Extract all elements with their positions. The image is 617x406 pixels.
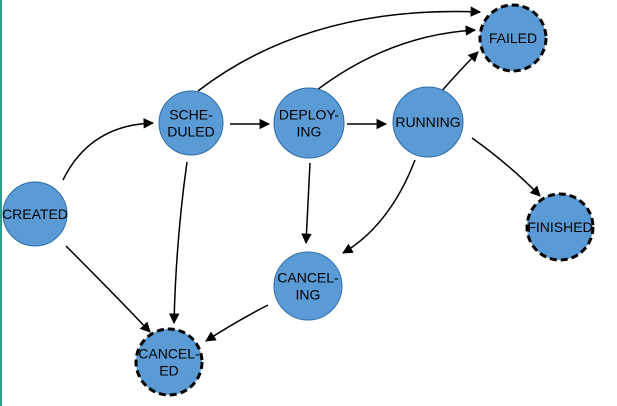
svg-text:RUNNING: RUNNING (395, 114, 460, 130)
state-label-deploying-line-1: DEPLOY- (279, 107, 340, 123)
state-label-scheduled-line-2: DULED (167, 124, 214, 140)
svg-text:SCHE-DULED: SCHE-DULED (167, 107, 214, 140)
edge-canceling-to-canceled (205, 304, 269, 342)
state-label-created-line-1: CREATED (2, 206, 68, 222)
edge-deploying-to-failed (316, 25, 477, 91)
svg-text:FINISHED: FINISHED (527, 219, 592, 235)
state-label-finished-line-1: FINISHED (527, 219, 592, 235)
state-node-canceled[interactable]: CANCEL-ED (134, 327, 204, 397)
edge-running-to-finished (471, 137, 541, 197)
state-node-canceling[interactable]: CANCEL-ING (273, 251, 343, 321)
svg-text:CANCEL-ED: CANCEL-ED (138, 346, 200, 379)
state-node-scheduled[interactable]: SCHE-DULED (158, 90, 224, 156)
edge-deploying-to-canceling (301, 162, 312, 245)
state-label-deploying-line-2: ING (297, 124, 322, 140)
svg-text:CREATED: CREATED (2, 206, 68, 222)
edge-running-to-canceling (342, 159, 416, 254)
edge-created-to-canceled (65, 245, 151, 333)
state-node-created[interactable]: CREATED (2, 181, 68, 247)
state-label-canceling-line-2: ING (296, 287, 321, 303)
state-label-scheduled-line-1: SCHE- (169, 107, 213, 123)
state-label-canceled-line-1: CANCEL- (138, 346, 200, 362)
state-node-running[interactable]: RUNNING (392, 86, 464, 158)
edge-running-to-failed (439, 51, 479, 94)
svg-text:DEPLOY-ING: DEPLOY-ING (279, 107, 340, 140)
state-label-canceled-line-2: ED (159, 363, 178, 379)
svg-text:CANCEL-ING: CANCEL-ING (277, 270, 339, 303)
edges-layer (62, 6, 541, 342)
state-node-deploying[interactable]: DEPLOY-ING (273, 87, 345, 159)
state-node-failed[interactable]: FAILED (478, 3, 548, 73)
state-node-finished[interactable]: FINISHED (525, 192, 595, 262)
state-label-running-line-1: RUNNING (395, 114, 460, 130)
state-label-failed-line-1: FAILED (489, 30, 537, 46)
left-edge-rule (0, 0, 2, 406)
edge-created-to-scheduled (62, 118, 155, 181)
state-label-canceling-line-1: CANCEL- (277, 270, 339, 286)
nodes-layer: CREATED SCHE-DULED DEPLOY-ING RUNNING FA… (2, 3, 595, 397)
edge-scheduled-to-canceled (168, 161, 188, 325)
svg-text:FAILED: FAILED (489, 30, 537, 46)
edge-scheduled-to-failed (197, 6, 482, 92)
